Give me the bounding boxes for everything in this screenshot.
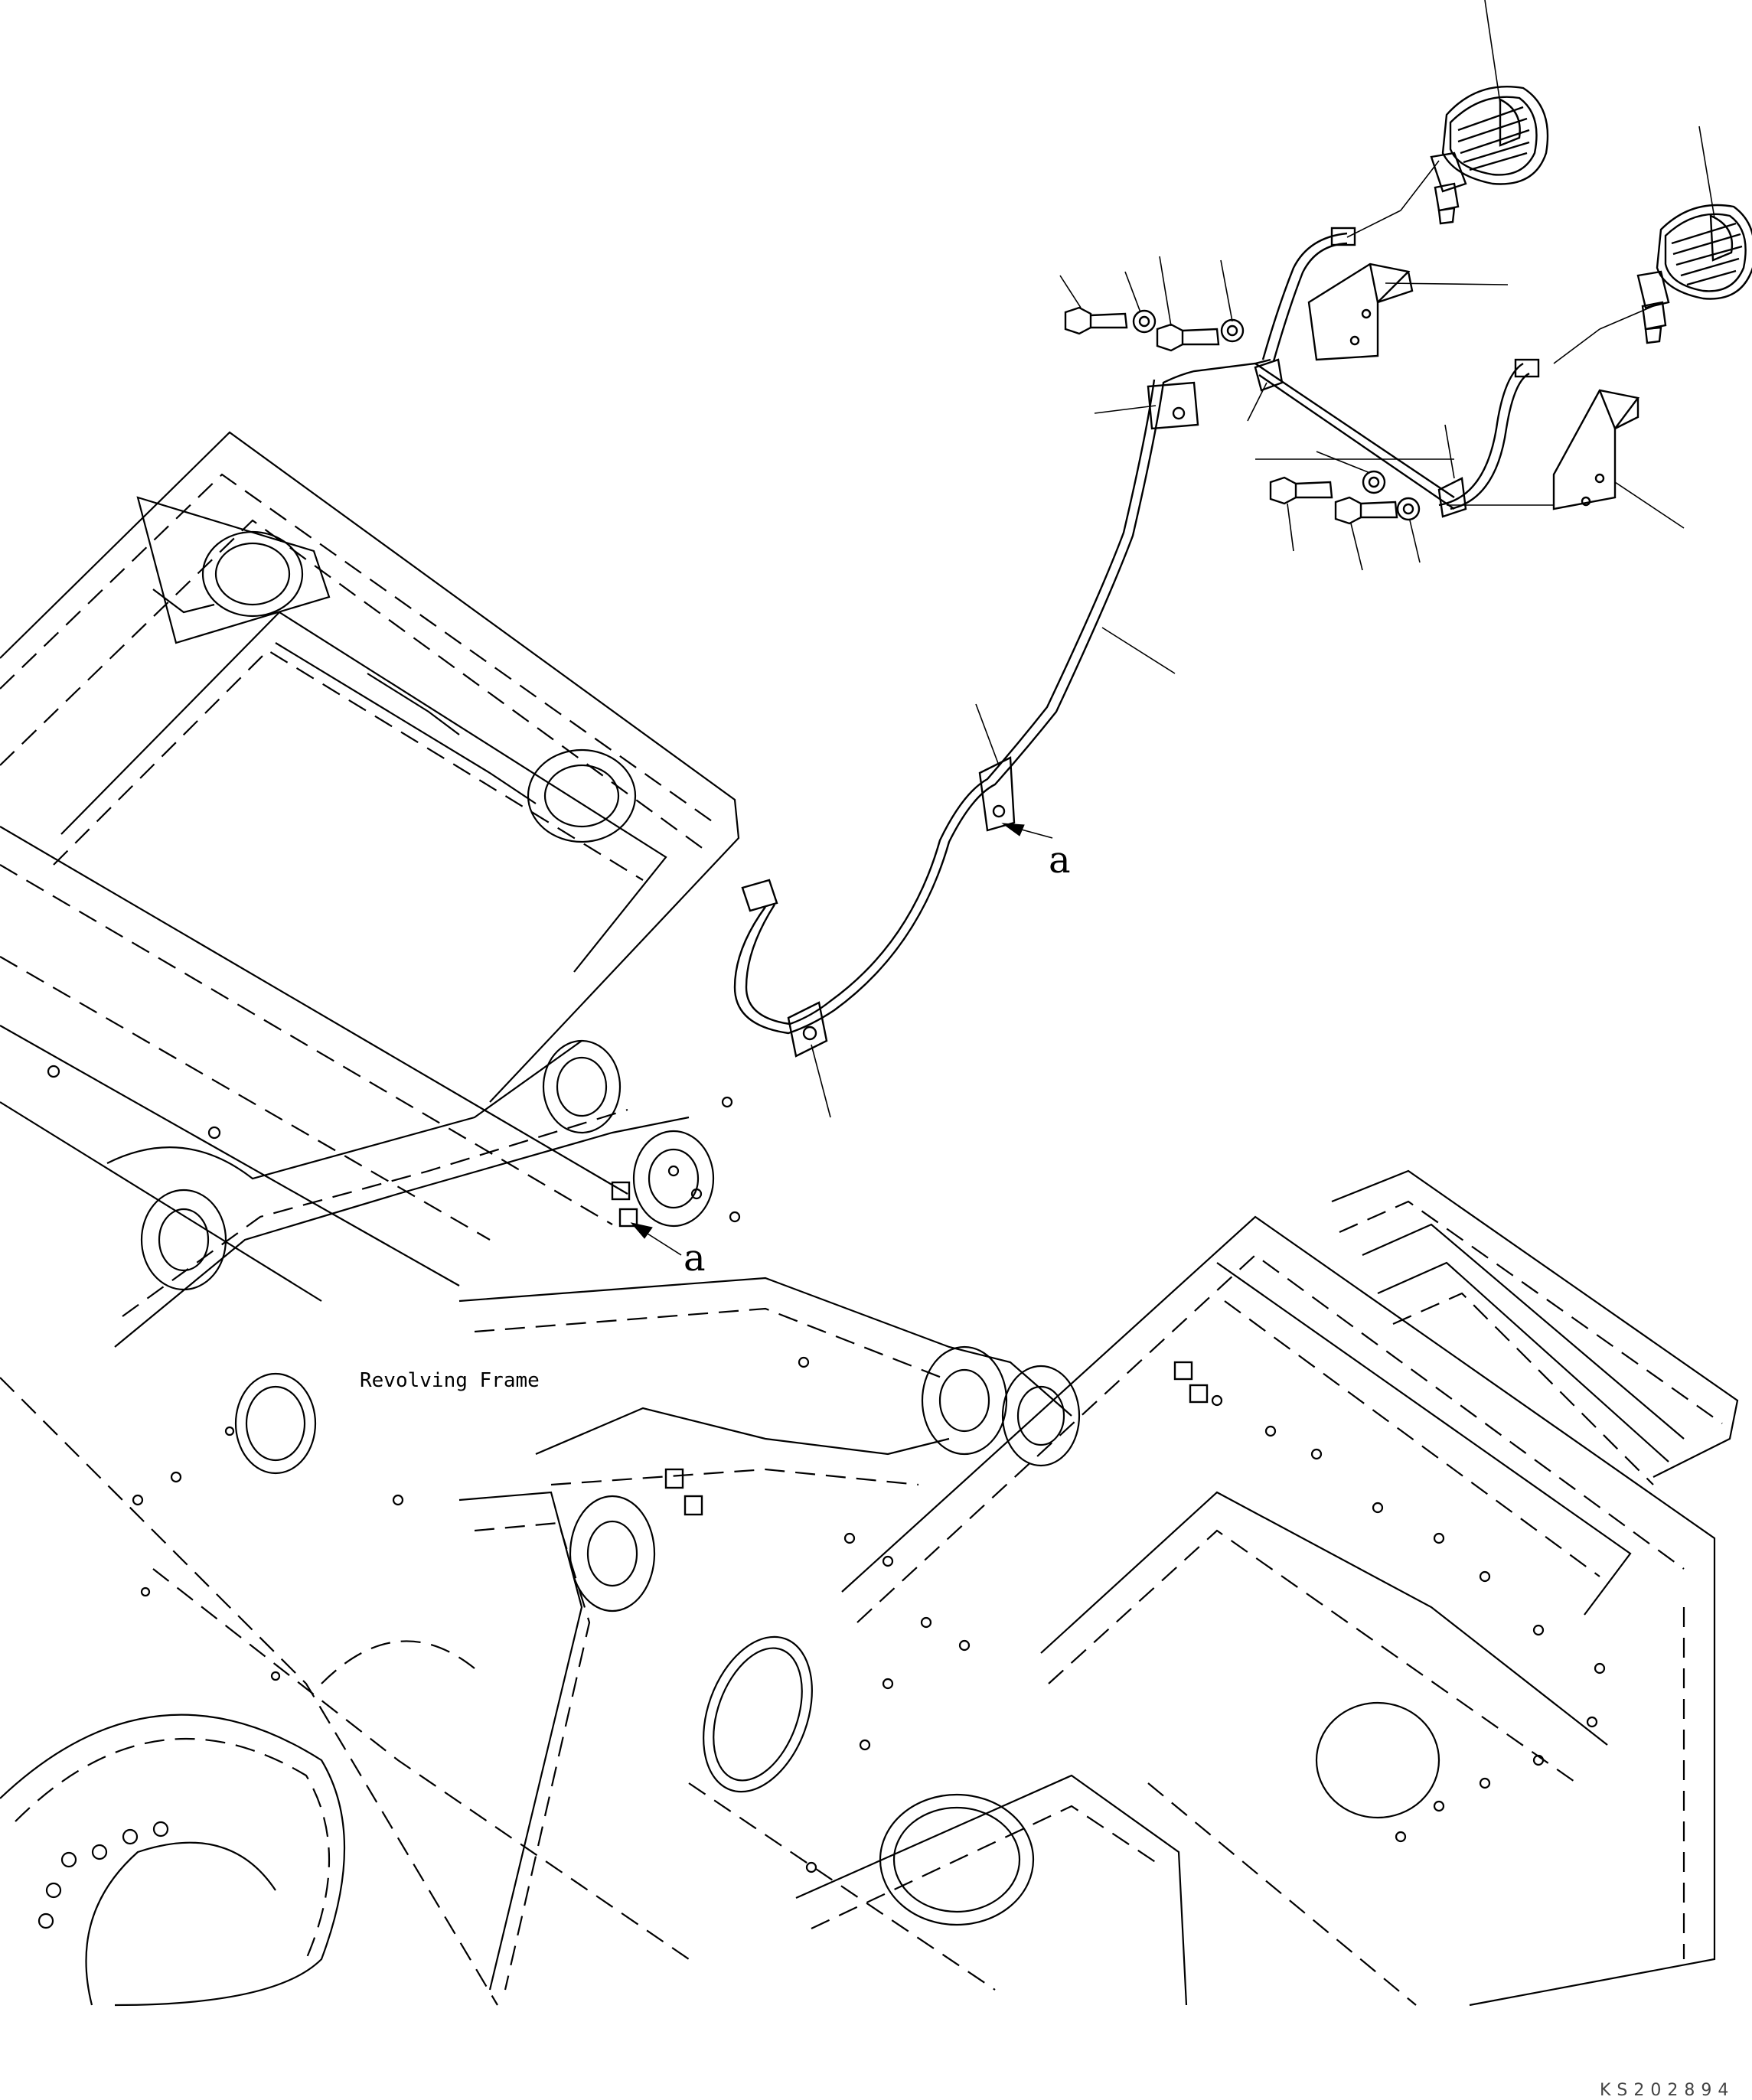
- washer-upper-left: [1132, 309, 1157, 334]
- frame-label: Revolving Frame: [360, 1369, 540, 1392]
- drawing-code: KS202894: [1600, 2081, 1734, 2100]
- revolving-frame: [0, 431, 1739, 2007]
- lamp-wiring-harness: [733, 227, 1540, 1058]
- bolt-upper-mid: [1156, 323, 1220, 352]
- view-marker-lower: a: [684, 1237, 706, 1280]
- view-arrow-lower: [630, 1222, 682, 1256]
- bolt-lower-left: [1269, 476, 1333, 505]
- leader-lines: [811, 0, 1715, 1118]
- view-marker-upper: a: [1049, 839, 1071, 882]
- view-arrow-upper: [1001, 823, 1053, 839]
- lamp-bracket-left: [1307, 262, 1414, 361]
- bolt-upper-left: [1064, 306, 1128, 335]
- frame-mount-blocks: [611, 1181, 1209, 1516]
- work-lamp-right: [1636, 204, 1752, 344]
- frame-holes: [47, 1065, 1606, 1873]
- washer-lower-left: [1362, 470, 1386, 494]
- lamp-bracket-right: [1552, 389, 1640, 510]
- bolt-lower-mid: [1334, 496, 1398, 525]
- washer-upper-mid: [1220, 318, 1245, 343]
- work-lamp-left: [1430, 85, 1549, 225]
- washer-lower-mid: [1396, 497, 1421, 521]
